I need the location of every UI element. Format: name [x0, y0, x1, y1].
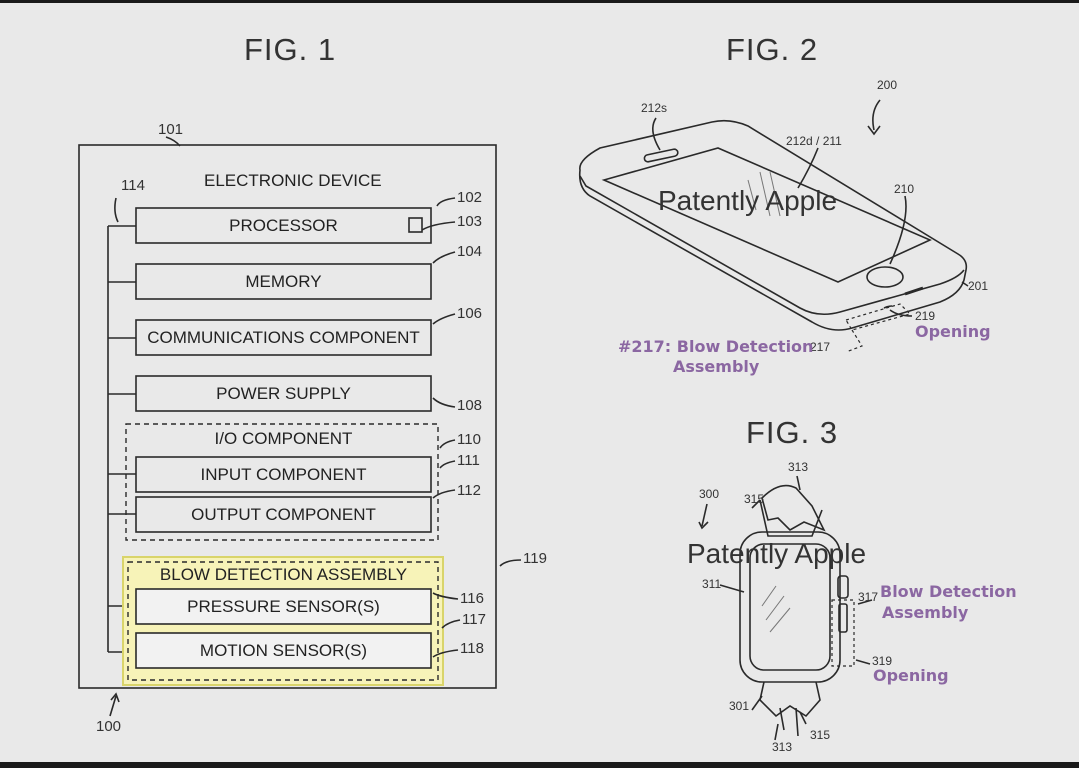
fig3-blow-note-line1: Blow Detection	[880, 582, 1017, 601]
io-dashed-box	[125, 423, 439, 541]
communications-box	[135, 319, 432, 356]
ref-114: 114	[121, 177, 145, 194]
watch-band-bottom	[759, 681, 821, 718]
ref-104: 104	[457, 243, 483, 260]
earpiece	[643, 148, 679, 163]
fig2-watermark: Patently Apple	[658, 185, 838, 216]
fig2-opening-note: Opening	[915, 322, 991, 341]
memory-box	[135, 263, 432, 300]
input-box	[135, 456, 432, 493]
watch-case	[739, 531, 841, 683]
ref-201: 201	[968, 279, 989, 293]
fig3-blow-note-line2: Assembly	[882, 603, 969, 622]
ref-108: 108	[457, 397, 483, 414]
ref-210: 210	[894, 182, 915, 196]
ref-313-top: 313	[788, 460, 809, 474]
processor-chip	[408, 217, 423, 233]
ref-117: 117	[462, 611, 486, 628]
power-supply-label: POWER SUPPLY	[216, 384, 351, 403]
ref-110: 110	[457, 431, 481, 448]
output-box	[135, 496, 432, 533]
output-component-label: OUTPUT COMPONENT	[191, 505, 376, 524]
memory-label: MEMORY	[245, 272, 322, 291]
processor-label: PROCESSOR	[229, 216, 338, 235]
fig1-title: FIG. 1	[244, 32, 337, 67]
top-frame-bar	[0, 0, 1079, 3]
ref-317: 317	[858, 590, 879, 604]
watch-screen	[749, 543, 831, 671]
device-outline	[78, 144, 497, 689]
ref-311: 311	[702, 577, 722, 591]
device-title: ELECTRONIC DEVICE	[204, 171, 382, 190]
ref-219: 219	[915, 309, 936, 323]
fig2-blow-note-line1: #217: Blow Detection	[618, 337, 814, 356]
fig2-blow-note-line2: Assembly	[673, 357, 760, 376]
motion-box	[135, 632, 432, 669]
ref-112: 112	[457, 482, 481, 499]
ref-217: 217	[810, 340, 831, 354]
blow-assembly-label: BLOW DETECTION ASSEMBLY	[159, 565, 408, 584]
communications-label: COMMUNICATIONS COMPONENT	[147, 328, 420, 347]
ref-212d-211: 212d / 211	[786, 134, 842, 148]
ref-301: 301	[729, 699, 750, 713]
pressure-box	[135, 588, 432, 625]
ref-102: 102	[457, 189, 483, 206]
watch-crown	[837, 575, 849, 599]
ref-212s: 212s	[641, 101, 668, 115]
input-component-label: INPUT COMPONENT	[200, 465, 367, 484]
blow-assembly-dashed	[127, 561, 439, 681]
fig3-opening-note: Opening	[873, 666, 949, 685]
fig3-title: FIG. 3	[746, 415, 839, 450]
ref-315-top: 315	[744, 492, 765, 506]
watch-band-top	[761, 484, 826, 532]
ref-118: 118	[460, 640, 484, 657]
power-box	[135, 375, 432, 412]
ref-111: 111	[457, 452, 480, 469]
motion-sensor-label: MOTION SENSOR(S)	[199, 641, 368, 660]
fig3-watermark: Patently Apple	[687, 538, 867, 569]
ref-116: 116	[460, 590, 484, 607]
ref-101: 101	[158, 121, 184, 138]
fig2-title: FIG. 2	[726, 32, 819, 67]
ref-106: 106	[457, 305, 483, 322]
ref-319: 319	[872, 654, 893, 668]
ref-100: 100	[96, 718, 122, 735]
bottom-frame-bar	[0, 762, 1079, 768]
phone-screen	[601, 147, 932, 283]
ref-200: 200	[877, 78, 898, 92]
pressure-sensor-label: PRESSURE SENSOR(S)	[187, 597, 380, 616]
ref-300: 300	[699, 487, 720, 501]
ref-313-bottom: 313	[772, 740, 793, 754]
ref-315-bottom: 315	[810, 728, 831, 742]
io-component-label: I/O COMPONENT	[214, 429, 353, 448]
home-button	[866, 266, 904, 288]
phone-body	[578, 119, 968, 331]
ref-103: 103	[457, 213, 483, 230]
ref-119: 119	[523, 550, 547, 567]
